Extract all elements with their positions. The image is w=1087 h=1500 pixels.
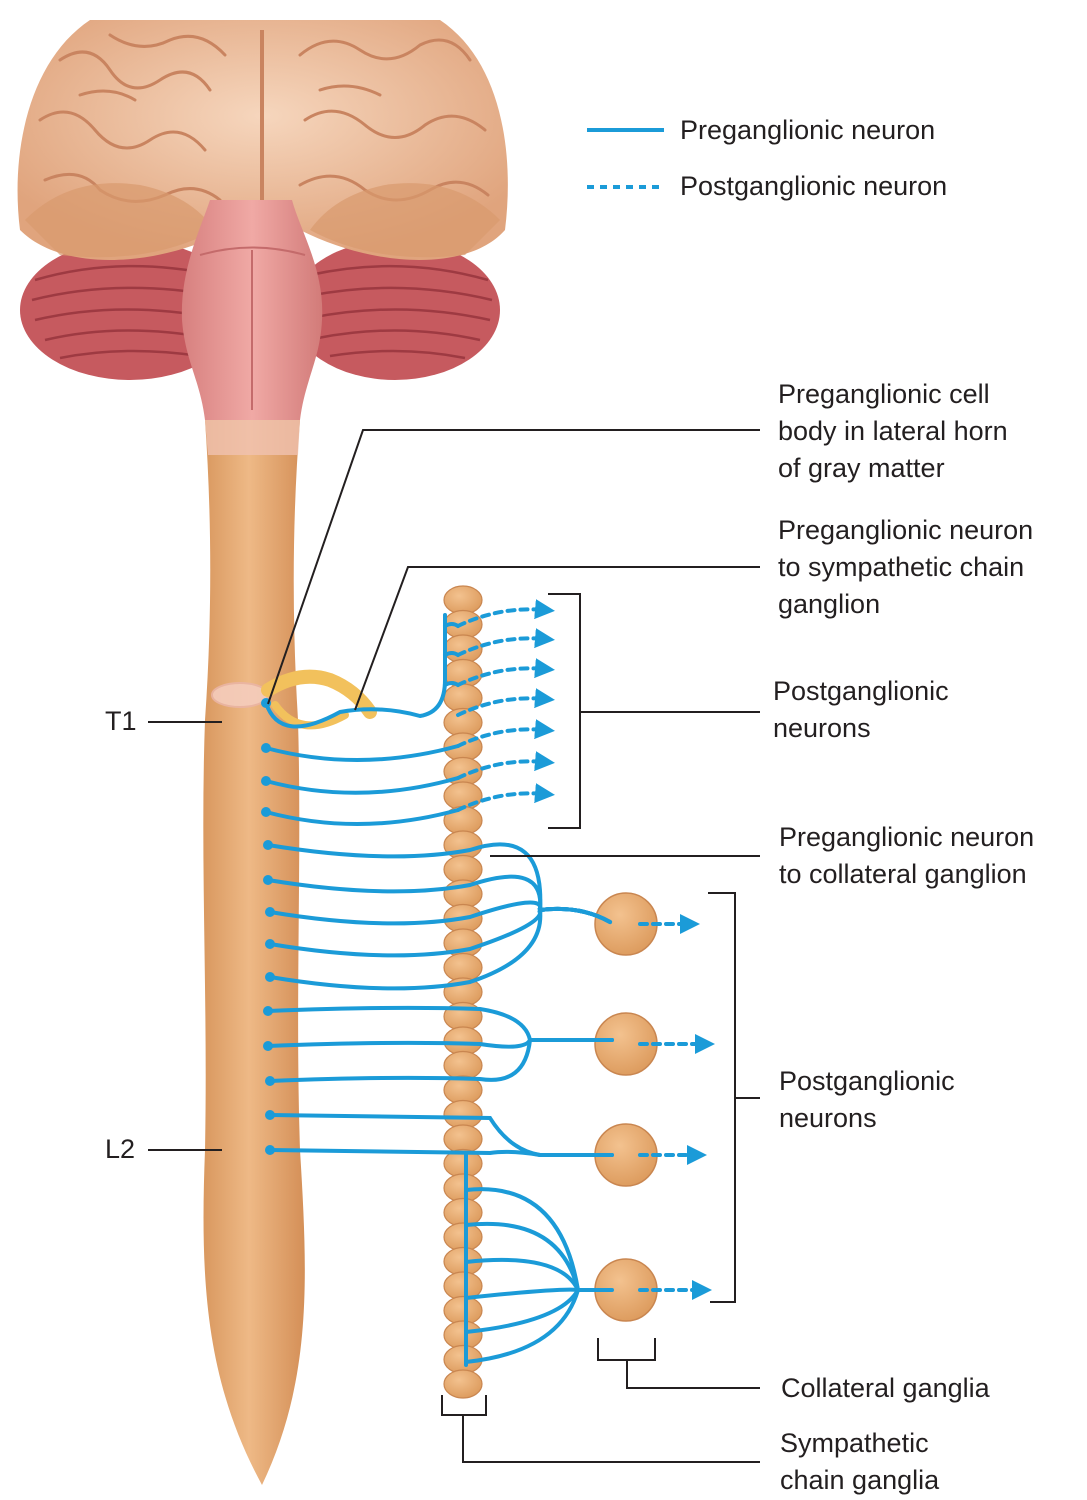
preganglionic-axon [268,906,612,958]
ganglion-icon [443,1295,483,1326]
postganglionic-axon [456,599,555,628]
preganglionic-axon [266,874,612,924]
preganglionic-axon [464,1187,580,1292]
collateral-ganglia [594,892,658,1322]
ganglion-icon [443,1050,483,1081]
chain-ganglia-label: Sympathetic chain ganglia [780,1428,940,1495]
ganglion-icon [443,1026,483,1056]
l2-label: L2 [105,1134,136,1164]
legend-preganglionic-label: Preganglionic neuron [680,115,936,145]
preganglionic-axon [264,744,460,763]
preganglionic-axon [268,900,612,926]
preganglionic-axon [268,906,612,991]
to-chain-label: Preganglionic neuron to sympathetic chai… [778,515,1034,619]
t1-label: T1 [105,706,137,736]
preganglionic-axon [464,1258,580,1292]
ganglion-icon [443,1099,483,1130]
preganglionic-axon [464,1288,580,1334]
leader-lines [148,429,760,1463]
spinal-cord-icon [203,420,305,1485]
postganglionic-axon [456,783,555,812]
preganglionic-axon [266,1038,614,1049]
postganglionic-axon [456,719,555,748]
to-collateral-label: Preganglionic neuron to collateral gangl… [779,822,1035,889]
neuron-paths [261,599,715,1367]
ganglion-icon [443,1320,483,1350]
preganglionic-axon [464,1288,580,1364]
cell-body-label: Preganglionic cell body in lateral horn … [778,379,1008,483]
postganglionic-axon [456,628,555,657]
preganglionic-axon [264,776,460,795]
postganglionic-axon [456,751,555,780]
ganglion-icon [443,585,483,615]
preganglionic-axon [464,1221,580,1292]
postganglionic-axon [456,688,555,717]
ganglion-icon [443,1124,483,1154]
postganglionic-axon [456,658,555,687]
brain-icon [17,20,508,420]
preganglionic-axon [264,808,460,827]
preganglionic-axon [464,1287,580,1300]
post-lower-label: Postganglionic neurons [779,1066,955,1133]
ganglion-icon [443,1369,483,1399]
legend-postganglionic-label: Postganglionic neuron [680,171,948,201]
collateral-ganglia-label: Collateral ganglia [781,1373,990,1403]
ganglion-icon [443,1222,483,1252]
post-upper-label: Postganglionic neurons [773,676,949,743]
preganglionic-axon [268,1113,614,1157]
preganglionic-axon [268,1038,614,1083]
ganglion-icon [443,854,483,885]
preganglionic-axon [266,1005,614,1042]
preganglionic-axon [264,613,447,729]
preganglionic-axon [268,1148,614,1157]
ganglion-icon [443,952,483,983]
